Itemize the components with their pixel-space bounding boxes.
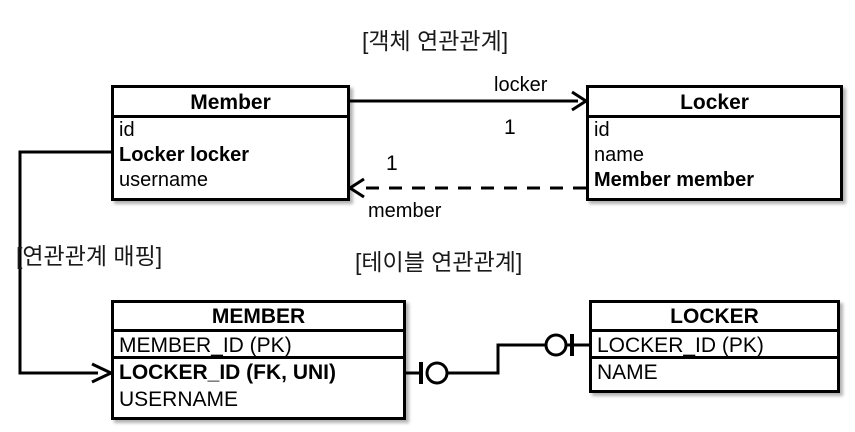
heading-table-association: [테이블 연관관계] [355, 249, 523, 275]
table-box-locker-title: LOCKER [592, 303, 837, 332]
association-member-line [347, 177, 586, 199]
table-box-member[interactable]: MEMBER MEMBER_ID (PK) LOCKER_ID (FK, UNI… [111, 300, 406, 420]
table-column-locker-id: LOCKER_ID (PK) [592, 332, 837, 359]
class-box-locker[interactable]: Locker id name Member member [586, 85, 843, 201]
class-field-member-username: username [119, 169, 208, 191]
class-field-member-id: id [119, 119, 135, 141]
table-box-member-title: MEMBER [114, 303, 403, 332]
table-box-locker[interactable]: LOCKER LOCKER_ID (PK) NAME [589, 300, 840, 393]
class-field-locker-id: id [594, 119, 610, 141]
multiplicity-member-side: 1 [386, 152, 398, 175]
table-column-member-locker-id: LOCKER_ID (FK, UNI) [119, 361, 336, 384]
edge-label-locker: locker [494, 74, 548, 96]
table-column-locker-name: NAME [597, 361, 658, 384]
table-relationship-connector [406, 333, 589, 385]
edge-label-member: member [368, 200, 442, 222]
heading-object-association: [객체 연관관계] [362, 28, 509, 54]
table-column-member-id: MEMBER_ID (PK) [114, 332, 403, 359]
class-field-locker-name: name [594, 144, 645, 166]
table-column-member-username: USERNAME [119, 388, 239, 411]
class-box-member[interactable]: Member id Locker locker username [111, 85, 350, 201]
association-locker-line [350, 90, 589, 112]
multiplicity-locker-side: 1 [504, 116, 516, 139]
class-box-member-title: Member [114, 88, 347, 118]
table-box-locker-columns: LOCKER_ID (PK) NAME [592, 332, 837, 386]
class-field-locker-member: Member member [594, 169, 755, 191]
class-box-locker-fields: id name Member member [589, 118, 840, 193]
table-box-member-columns: MEMBER_ID (PK) LOCKER_ID (FK, UNI) USERN… [114, 332, 403, 413]
heading-association-mapping: [연관관계 매핑] [16, 243, 163, 269]
class-box-member-fields: id Locker locker username [114, 118, 347, 193]
class-field-member-locker: Locker locker [119, 144, 250, 166]
class-box-locker-title: Locker [589, 88, 840, 118]
